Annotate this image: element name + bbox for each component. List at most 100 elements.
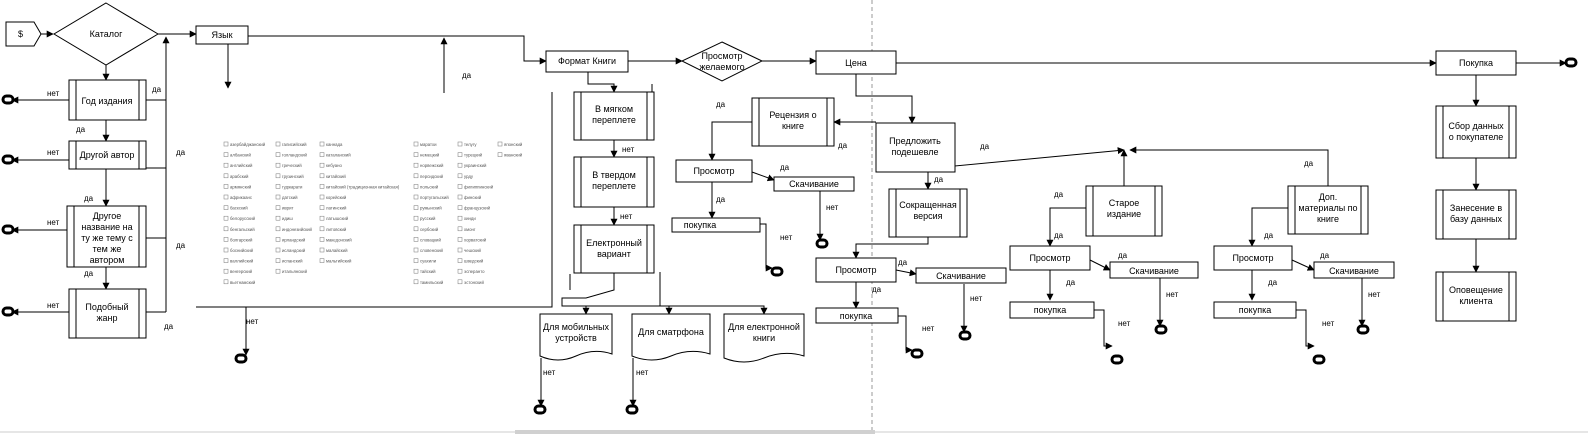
language-checkbox[interactable]: [275, 268, 281, 274]
language-checkbox[interactable]: [457, 184, 463, 189]
short-view-box[interactable]: [815, 257, 897, 283]
language-checkbox[interactable]: [275, 247, 281, 253]
language-checkbox[interactable]: [223, 237, 229, 242]
collect-data-process[interactable]: [1435, 105, 1517, 159]
old-buy-box[interactable]: [1009, 301, 1095, 319]
language-checkbox[interactable]: [413, 141, 419, 147]
ebook-document[interactable]: [723, 313, 805, 363]
language-checkbox[interactable]: [275, 194, 281, 200]
language-checkbox[interactable]: [319, 194, 325, 200]
language-checkbox[interactable]: [413, 268, 419, 274]
old-download-box[interactable]: [1109, 261, 1199, 279]
extra-download-box[interactable]: [1313, 261, 1395, 279]
language-checkbox[interactable]: [275, 184, 281, 189]
language-checkbox[interactable]: [275, 258, 281, 263]
language-checkbox[interactable]: [319, 226, 325, 232]
paperback-process[interactable]: [573, 91, 655, 141]
horizontal-scrollbar[interactable]: [515, 430, 875, 434]
language-checkbox[interactable]: [319, 205, 325, 210]
suggest-cheaper-box[interactable]: [875, 122, 956, 173]
view-wish-decision[interactable]: [680, 41, 764, 82]
extra-buy-box[interactable]: [1213, 301, 1297, 319]
language-checkbox[interactable]: [275, 152, 281, 157]
language-checkbox[interactable]: [457, 258, 463, 263]
language-checkbox[interactable]: [275, 162, 281, 168]
language-checkbox[interactable]: [223, 247, 229, 253]
language-checkbox[interactable]: [413, 215, 419, 221]
review-process[interactable]: [751, 97, 835, 147]
language-checkbox[interactable]: [457, 173, 463, 179]
language-checkbox[interactable]: [497, 141, 503, 147]
db-entry-process[interactable]: [1435, 189, 1517, 240]
language-checkbox[interactable]: [223, 152, 229, 157]
language-checkbox[interactable]: [319, 152, 325, 157]
language-checkbox[interactable]: [457, 141, 463, 147]
language-checkbox[interactable]: [319, 173, 325, 179]
language-checkbox[interactable]: [413, 258, 419, 263]
language-checkbox[interactable]: [223, 194, 229, 200]
language-checkbox[interactable]: [319, 162, 325, 168]
language-checkbox[interactable]: [275, 226, 281, 232]
language-box[interactable]: [195, 25, 249, 45]
smartphone-document[interactable]: [631, 313, 711, 361]
same-theme-process[interactable]: [66, 205, 147, 268]
language-checkbox[interactable]: [457, 237, 463, 242]
language-checkbox[interactable]: [319, 258, 325, 263]
language-checkbox[interactable]: [223, 162, 229, 168]
review-buy-box[interactable]: [671, 217, 761, 233]
short-download-box[interactable]: [915, 267, 1007, 284]
language-checkbox[interactable]: [413, 162, 419, 168]
price-box[interactable]: [815, 50, 897, 75]
purchase-box[interactable]: [1435, 50, 1517, 76]
language-checkbox[interactable]: [275, 237, 281, 242]
language-checkbox[interactable]: [223, 268, 229, 274]
old-view-box[interactable]: [1009, 245, 1091, 271]
language-checkbox[interactable]: [457, 268, 463, 274]
similar-genre-process[interactable]: [68, 288, 147, 339]
short-version-process[interactable]: [888, 188, 968, 238]
book-format-box[interactable]: [545, 50, 629, 73]
language-checkbox[interactable]: [497, 152, 503, 157]
other-author-process[interactable]: [68, 140, 147, 170]
language-checkbox[interactable]: [457, 247, 463, 253]
language-checkbox[interactable]: [413, 152, 419, 157]
old-edition-process[interactable]: [1085, 185, 1163, 237]
start-node[interactable]: [5, 21, 42, 47]
year-process[interactable]: [68, 79, 147, 121]
language-checkbox[interactable]: [223, 173, 229, 179]
language-checkbox[interactable]: [457, 215, 463, 221]
language-checkbox[interactable]: [275, 141, 281, 147]
language-checkbox[interactable]: [223, 141, 229, 147]
language-checkbox[interactable]: [223, 184, 229, 189]
language-checkbox[interactable]: [319, 215, 325, 221]
language-checkbox[interactable]: [223, 215, 229, 221]
language-checkbox[interactable]: [413, 173, 419, 179]
review-download-box[interactable]: [773, 176, 855, 192]
mobile-document[interactable]: [539, 313, 613, 361]
language-checkbox[interactable]: [413, 247, 419, 253]
language-checkbox[interactable]: [275, 173, 281, 179]
language-checkbox[interactable]: [275, 215, 281, 221]
hardcover-process[interactable]: [573, 156, 655, 208]
language-checkbox[interactable]: [223, 226, 229, 232]
language-checkbox[interactable]: [275, 205, 281, 210]
language-checkbox[interactable]: [413, 194, 419, 200]
language-checkbox[interactable]: [319, 237, 325, 242]
language-checkbox[interactable]: [319, 141, 325, 147]
language-checkbox[interactable]: [457, 162, 463, 168]
language-checkbox[interactable]: [223, 205, 229, 210]
language-checkbox[interactable]: [223, 258, 229, 263]
language-checkbox[interactable]: [319, 184, 325, 189]
notify-process[interactable]: [1435, 271, 1517, 322]
language-checkbox[interactable]: [457, 194, 463, 200]
short-buy-box[interactable]: [815, 307, 899, 324]
language-checkbox[interactable]: [413, 279, 419, 285]
language-checkbox[interactable]: [223, 279, 229, 285]
language-checkbox[interactable]: [457, 152, 463, 157]
language-checkbox[interactable]: [413, 226, 419, 232]
language-checkbox[interactable]: [319, 247, 325, 253]
language-checkbox[interactable]: [413, 237, 419, 242]
language-checkbox[interactable]: [413, 205, 419, 210]
language-checkbox[interactable]: [457, 279, 463, 285]
electronic-process[interactable]: [573, 224, 655, 274]
